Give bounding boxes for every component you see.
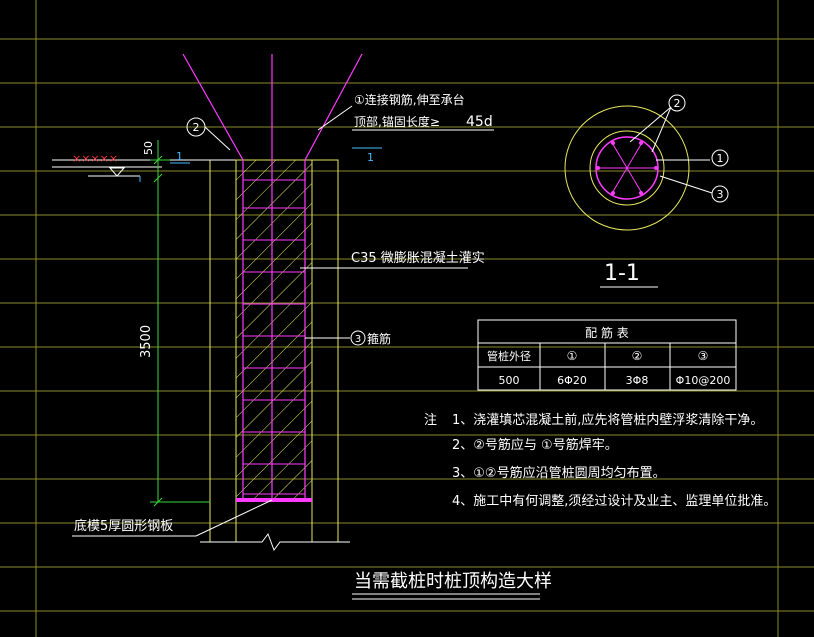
table-cell-0: 500 bbox=[499, 374, 520, 387]
table-header-3: ③ bbox=[698, 349, 709, 363]
concrete-fill-core bbox=[235, 159, 313, 501]
note-top-line1: ①连接钢筋,伸至承台 bbox=[354, 92, 465, 107]
stirrups bbox=[243, 179, 305, 495]
table-header-2: ② bbox=[632, 349, 643, 363]
table-cell-3: Φ10@200 bbox=[676, 374, 731, 387]
stirrup-tag-circle bbox=[350, 330, 366, 346]
pile-wall-left bbox=[209, 159, 237, 543]
section-rebar-dots bbox=[596, 141, 658, 195]
stirrup-tag-number: 3 bbox=[355, 334, 361, 345]
rebar-table: 配 筋 表 管桩外径 ① ② ③ 500 6Φ20 3Φ8 Φ10@200 bbox=[477, 319, 737, 391]
pile-wall-right bbox=[311, 159, 339, 543]
dimension-50: 50 bbox=[142, 141, 155, 155]
tag-2-label: 2 bbox=[193, 121, 200, 134]
note-item-2: 2、②号筋应与 ①号筋焊牢。 bbox=[452, 437, 618, 453]
table-header-1: ① bbox=[567, 349, 578, 363]
note-top-line2: 顶部,锚固长度≥ bbox=[354, 114, 440, 129]
stirrup-label: 箍筋 bbox=[367, 331, 391, 346]
rebar-table-title: 配 筋 表 bbox=[585, 325, 629, 340]
dimension-3500: 3500 bbox=[139, 325, 154, 358]
section-inner-circle bbox=[589, 130, 665, 206]
table-cell-1: 6Φ20 bbox=[557, 374, 587, 387]
concrete-note: C35 微膨胀混凝土灌实 bbox=[351, 250, 485, 266]
longitudinal-rebars bbox=[242, 160, 306, 500]
table-cell-2: 3Φ8 bbox=[626, 374, 649, 387]
section-rebar-spokes bbox=[596, 140, 658, 196]
notes-prefix: 注 bbox=[424, 413, 437, 428]
note-item-3: 3、①②号筋应沿管桩圆周均匀布置。 bbox=[452, 465, 666, 481]
section-title: 1-1 bbox=[604, 261, 640, 286]
pile-elevation: ××××× 1 1 50 3500 2 ①连接钢筋,伸至承台 顶部,锚固长度≥ … bbox=[52, 53, 494, 552]
base-steel-plate bbox=[236, 498, 312, 502]
dimension-line bbox=[150, 140, 210, 507]
section-outer-circle bbox=[564, 105, 690, 231]
base-plate-note: 底模5厚圆形钢板 bbox=[74, 518, 173, 534]
table-header-0: 管桩外径 bbox=[487, 349, 531, 363]
elevation-marker bbox=[52, 159, 235, 182]
drawing-title: 当需截桩时桩顶构造大样 bbox=[354, 571, 552, 592]
elevation-marks-text: ××××× bbox=[72, 152, 118, 165]
section-tag-1: 1 bbox=[717, 152, 724, 165]
section-tag-2: 2 bbox=[674, 97, 681, 110]
section-tag-3: 3 bbox=[717, 188, 724, 201]
connection-rebars bbox=[182, 53, 363, 161]
section-1-1: 2 1 3 1-1 bbox=[564, 94, 729, 288]
elevation-tick-1: 1 bbox=[176, 150, 183, 163]
notes-block: 注 1、浇灌填芯混凝土前,应先将管桩内壁浮浆清除干净。 2、②号筋应与 ①号筋焊… bbox=[424, 412, 776, 509]
break-line bbox=[200, 532, 350, 552]
note-item-1: 1、浇灌填芯混凝土前,应先将管桩内壁浮浆清除干净。 bbox=[452, 412, 763, 428]
anchor-length-value: 45d bbox=[466, 114, 493, 130]
elevation-tick-2: 1 bbox=[367, 151, 374, 164]
note-item-4: 4、施工中有何调整,须经过设计及业主、监理单位批准。 bbox=[452, 493, 776, 509]
